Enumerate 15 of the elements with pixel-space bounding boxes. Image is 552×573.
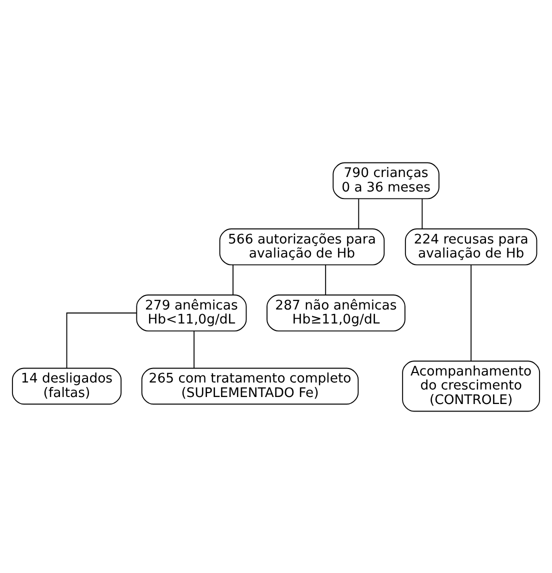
connector: [470, 264, 472, 362]
connector: [66, 312, 137, 368]
node-box: 265 com tratamento completo (SUPLEMENTADO Fe): [141, 367, 359, 404]
node-box: 279 anêmicas Hb<11,0g/dL: [136, 294, 247, 331]
node-box: 566 autorizações para avaliação de Hb: [219, 228, 385, 265]
connector: [194, 330, 195, 368]
connector: [358, 198, 360, 229]
node-box: 14 desligados (faltas): [12, 367, 122, 404]
connector: [325, 264, 326, 295]
node-box: 287 não anêmicas Hb≥11,0g/dL: [266, 294, 406, 331]
connector: [232, 264, 234, 295]
node-box: 790 crianças 0 a 36 meses: [332, 162, 440, 199]
connector: [422, 198, 423, 229]
node-box: Acompanhamento do crescimento (CONTROLE): [402, 360, 540, 412]
node-box: 224 recusas para avaliação de Hb: [404, 228, 538, 265]
